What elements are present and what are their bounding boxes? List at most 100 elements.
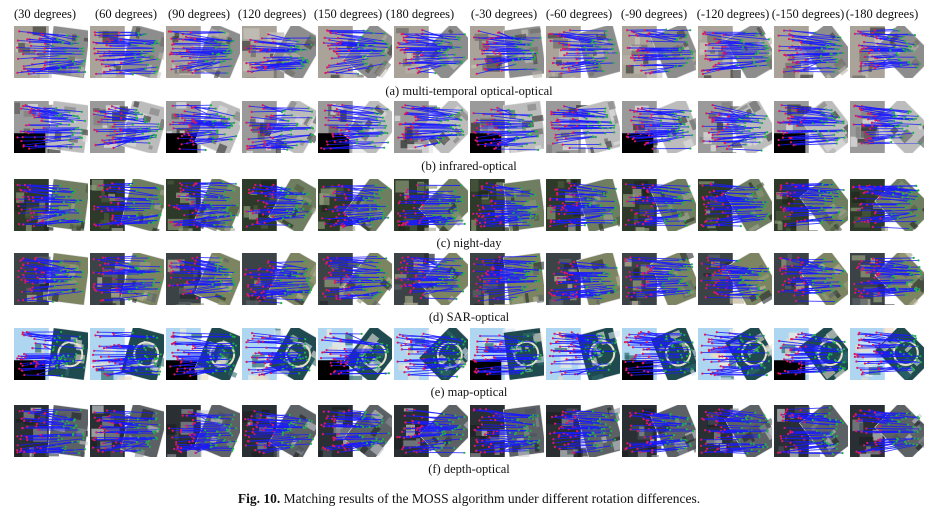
match-line [407,215,443,223]
image-texture [527,103,537,112]
match-image [14,253,88,305]
keypoint-left [787,58,790,61]
keypoint-left [348,130,351,133]
keypoint-right [834,47,837,50]
keypoint-right [225,207,228,210]
match-line [102,189,155,197]
match-line [868,217,898,223]
keypoint-left [331,132,334,135]
keypoint-left [327,119,330,122]
match-line [30,32,59,42]
keypoint-right [830,117,833,120]
image-texture [852,199,866,203]
keypoint-left [106,188,109,191]
keypoint-left [247,188,251,191]
match-line [121,117,146,123]
keypoint-left [267,33,270,36]
keypoint-right [150,204,153,208]
match-image [774,179,848,231]
keypoint-right [66,280,69,283]
keypoint-left [788,29,792,32]
keypoint-left [328,47,331,50]
match-line [491,201,513,203]
match-line [172,48,228,51]
image-texture [63,259,76,265]
keypoint-right [154,136,157,139]
keypoint-left [183,132,186,136]
image-texture [346,45,358,50]
keypoint-right [210,203,213,206]
keypoint-left [270,114,273,117]
match-line [476,131,513,139]
match-line [560,34,592,41]
keypoint-right [356,44,360,47]
keypoint-right [836,58,839,61]
image-texture [422,144,434,153]
keypoint-left [416,71,420,74]
keypoint-left [717,62,720,65]
keypoint-right [155,70,158,73]
keypoint-left [180,143,183,146]
keypoint-left [854,197,857,200]
match-line [723,34,769,40]
match-line [705,33,743,41]
keypoint-left [28,198,31,201]
keypoint-left [553,57,556,60]
keypoint-left [114,198,118,201]
match-line [711,128,753,130]
match-line [644,136,684,146]
keypoint-right [222,194,226,197]
keypoint-left [94,34,97,37]
keypoint-left [20,49,23,52]
match-line [783,121,839,124]
keypoint-left [795,62,798,65]
keypoint-right [460,128,463,131]
image-texture [603,137,609,145]
keypoint-right [822,122,825,126]
keypoint-right [364,54,367,57]
keypoint-right [223,31,226,34]
keypoint-right [374,195,377,198]
keypoint-right [603,110,606,113]
match-line [649,70,670,74]
keypoint-right [889,136,892,139]
image-texture [703,132,712,144]
keypoint-left [860,109,863,112]
keypoint-left [191,61,194,64]
match-line [498,36,534,41]
keypoint-right [462,133,465,136]
keypoint-right [372,44,375,47]
match-line [628,215,680,221]
keypoint-left [17,223,21,226]
keypoint-left [705,195,708,198]
keypoint-right [132,182,136,185]
image-texture [625,65,634,74]
keypoint-right [529,42,532,45]
keypoint-left [796,220,799,223]
keypoint-left [716,133,719,136]
keypoint-right [371,140,374,143]
keypoint-right [820,59,823,63]
image-texture [375,104,381,109]
keypoint-right [521,58,524,61]
match-line [704,199,764,203]
keypoint-right [914,43,917,46]
keypoint-right [529,49,532,52]
keypoint-left [869,127,872,130]
keypoint-right [896,217,899,220]
match-line [179,148,206,151]
keypoint-right [369,67,372,70]
keypoint-left [92,41,95,44]
image-texture [319,193,330,206]
image-texture [911,38,921,48]
keypoint-left [717,40,720,43]
keypoint-left [93,52,96,55]
image-texture [512,224,520,231]
keypoint-right [836,139,839,142]
match-line [413,122,456,126]
match-line [875,215,917,224]
keypoint-left [268,48,271,51]
keypoint-left [554,136,557,139]
image-texture [909,204,918,214]
keypoint-right [362,60,365,63]
